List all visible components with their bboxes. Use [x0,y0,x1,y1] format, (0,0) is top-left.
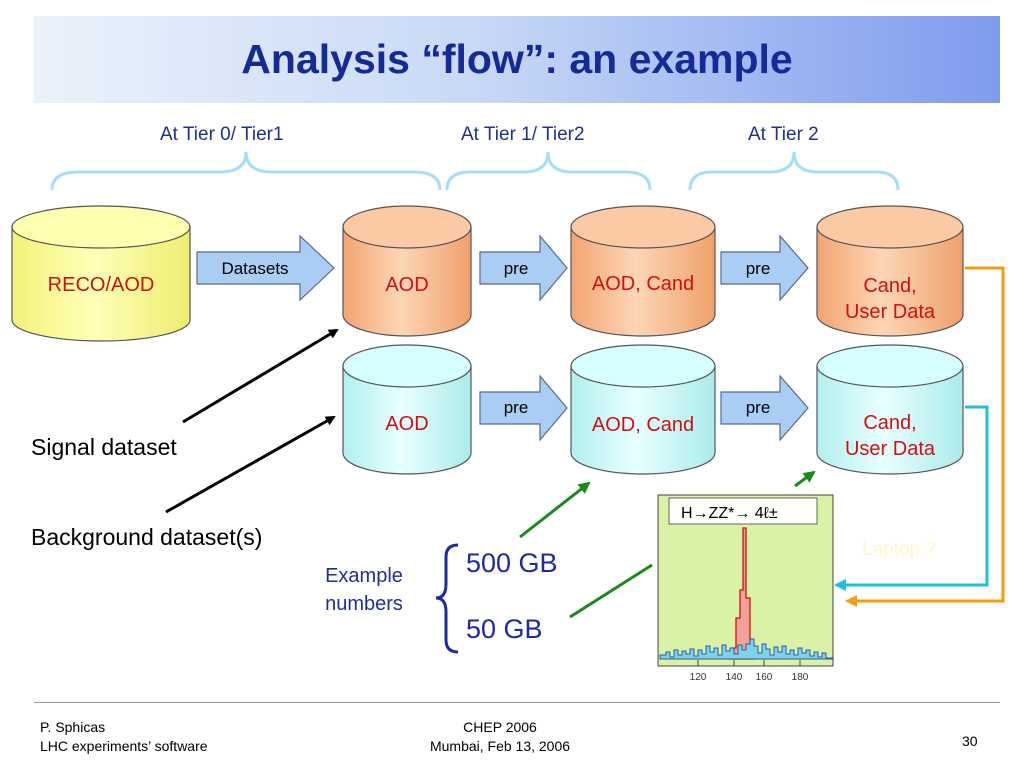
label-signal-aod: AOD [385,274,429,296]
histogram-background [659,638,833,660]
label-signal-cand-line1: Cand, [863,275,917,297]
footer-author: P. Sphicas [40,719,106,735]
histogram-inset: 120 140 160 180 H→ZZ*→ 4ℓ± [657,494,834,683]
example-numbers-line2: numbers [325,593,403,615]
title-bar: Analysis “flow”: an example [34,16,1000,103]
histogram-title: H→ZZ*→ 4ℓ± [681,505,778,522]
tier-braces [50,151,900,191]
signal-pointer [182,328,339,424]
arrow-datasets [196,234,335,302]
label-signal-cand-line2: User Data [844,301,936,323]
cylinder-background-cand [816,344,964,475]
size-50gb: 50 GB [466,614,543,644]
arrow-signal-pre-2 [720,234,809,302]
example-numbers-line1: Example [325,565,403,587]
example-numbers-label: Example numbers [304,562,424,618]
cylinder-signal-aod-cand [570,205,716,337]
brace-tier-1-2 [445,151,652,191]
footer-place: Mumbai, Feb 13, 2006 [429,738,571,754]
footer-page-number: 30 [962,733,978,749]
tier-label-1-2: At Tier 1/ Tier2 [461,124,585,145]
footer-left: P. Sphicas LHC experiments’ software [40,718,208,756]
histogram-tick-120: 120 [690,672,707,683]
numbers-brace [435,543,459,654]
green-pointer-500gb [519,481,591,539]
brace-tier-2 [688,151,900,191]
cylinder-signal-cand [816,205,964,337]
arrow-label-signal-pre-2: pre [745,259,771,278]
tier-label-2: At Tier 2 [748,124,819,145]
arrow-label-datasets: Datasets [221,259,289,278]
slide-title: Analysis “flow”: an example [241,36,793,82]
signal-dataset-label: Signal dataset [31,434,177,460]
label-background-aod-cand: AOD, Cand [591,414,695,436]
label-background-cand-line2: User Data [844,438,936,460]
green-pointer-50gb-1 [569,563,653,619]
arrow-label-background-pre-1: pre [503,398,529,417]
brace-tier-0-1 [50,151,442,191]
footer-conference: CHEP 2006 [463,719,537,735]
arrow-label-signal-pre-1: pre [503,259,529,278]
cyan-connector [834,405,989,591]
label-reco-aod: RECO/AOD [47,274,155,296]
green-pointer-50gb-2 [794,470,816,488]
footer-divider [34,702,1000,703]
histogram-tick-180: 180 [792,672,809,683]
cylinder-background-aod [342,344,472,475]
label-signal-aod-cand: AOD, Cand [591,273,695,295]
laptop-label: Laptop ? [862,539,936,560]
histogram-tick-160: 160 [756,672,773,683]
orange-connector [845,266,1005,607]
background-pointer [165,415,336,514]
label-signal-cand: Cand, User Data [817,273,963,325]
arrow-label-background-pre-2: pre [745,398,771,417]
arrow-background-pre-2 [720,374,809,442]
cylinder-signal-aod [342,205,472,337]
label-background-aod: AOD [385,413,429,435]
label-background-cand: Cand, User Data [817,410,963,462]
arrow-background-pre-1 [479,374,568,442]
arrow-signal-pre-1 [479,234,568,302]
cylinder-reco-aod [11,205,191,342]
footer-subtitle: LHC experiments’ software [40,738,208,754]
background-dataset-label: Background dataset(s) [31,524,263,550]
label-background-cand-line1: Cand, [863,412,917,434]
tier-label-0-1: At Tier 0/ Tier1 [160,124,284,145]
cylinder-background-aod-cand [570,344,716,475]
histogram-tick-140: 140 [726,672,743,683]
size-500gb: 500 GB [466,548,558,578]
footer-center: CHEP 2006 Mumbai, Feb 13, 2006 [400,718,600,756]
